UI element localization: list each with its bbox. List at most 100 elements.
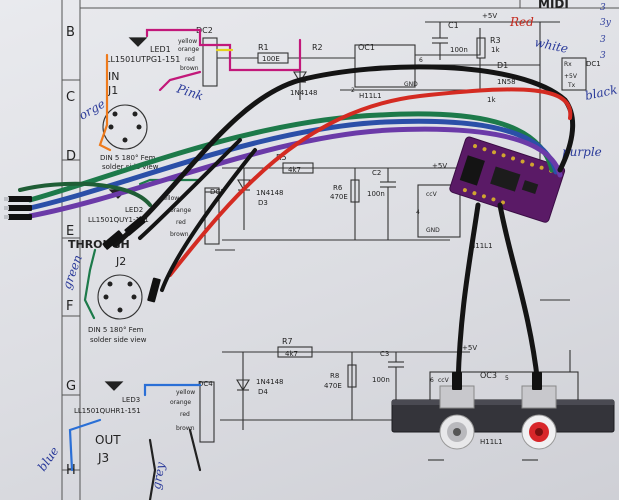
note-black: black — [584, 82, 619, 102]
d1-part: 1N58 — [497, 78, 516, 86]
j1-label: J1 — [107, 84, 118, 97]
c3-value: 100n — [372, 376, 390, 384]
note-grey: grey — [149, 461, 168, 491]
c3-label: C3 — [380, 350, 389, 358]
r-1k-label: 1k — [487, 96, 496, 104]
dc2-label: DC2 — [196, 26, 213, 35]
r1-label: R1 — [258, 43, 269, 52]
plus5v-bot: +5V — [462, 344, 477, 352]
r3-label: R3 — [490, 36, 501, 45]
c2-value: 100n — [367, 190, 385, 198]
marker-traces — [68, 28, 302, 500]
wire-orange-2: orange — [170, 207, 191, 214]
d3-label: D3 — [258, 199, 268, 207]
wire-orange-1: orange — [178, 46, 199, 53]
led2-part: LL1501QUY1-151 — [88, 216, 149, 224]
dc1-label: DC1 — [586, 60, 601, 68]
d3-part: 1N4148 — [256, 189, 284, 197]
j3-label: J3 — [97, 451, 109, 465]
note-corner-2: 3y — [600, 18, 612, 28]
plus5v-top: +5V — [482, 12, 497, 20]
note-orange: orge — [77, 97, 108, 123]
r1-value: 100E — [262, 55, 280, 63]
r2-label: R2 — [312, 43, 323, 52]
row-label-f: F — [66, 299, 73, 314]
plus5v-mid: +5V — [432, 162, 447, 170]
note-corner-1: 3 — [600, 3, 606, 13]
oc3-label: OC3 — [480, 371, 497, 380]
row-label-d: D — [66, 149, 76, 164]
breakout-pcb — [449, 136, 566, 223]
dc4-label: DC4 — [198, 380, 213, 388]
r5-value: 4k7 — [288, 166, 301, 174]
d4-label: D4 — [258, 388, 268, 396]
paper-grid — [61, 0, 619, 500]
led1-part: LL1501UTPG1-151 — [106, 55, 180, 64]
plus5v-dc1: +5V — [564, 73, 578, 80]
rca-jack-panel — [391, 385, 615, 450]
row-labels: B C D E F G H — [66, 25, 76, 478]
note-white: white — [533, 35, 569, 56]
r7-label: R7 — [282, 337, 293, 346]
d4-part: 1N4148 — [256, 378, 284, 386]
rca-jack-red — [521, 385, 557, 450]
note-red: Red — [509, 15, 534, 29]
r6-label: R6 — [333, 184, 343, 192]
row-label-b: B — [66, 25, 75, 40]
wire-brown-2: brown — [170, 231, 189, 238]
pin6-bot: 6 — [430, 377, 434, 384]
c1-label: C1 — [448, 21, 459, 30]
wire-red-2: red — [176, 219, 186, 226]
rca-jack-white — [439, 385, 475, 450]
note-corner-4: 3 — [600, 51, 606, 61]
wire-yellow-3: yellow — [176, 389, 195, 396]
wire-red-1: red — [185, 56, 195, 63]
led1-label: LED1 — [150, 45, 171, 54]
note-corner-3: 3 — [600, 35, 606, 45]
wire-yellow-2: yellow — [160, 195, 179, 202]
h11-top: H11L1 — [359, 92, 382, 100]
c1-value: 100n — [450, 46, 468, 54]
gnd-mid: GND — [426, 227, 440, 234]
din-mid-line1: DIN 5 180° Fem — [88, 326, 144, 334]
row-label-h: H — [66, 463, 76, 478]
din-pins — [103, 111, 142, 313]
din-top-line1: DIN 5 180° Fem — [100, 154, 156, 162]
gnd-top: GND — [404, 81, 418, 88]
dupont-connectors — [8, 196, 542, 390]
row-label-c: C — [66, 90, 75, 105]
sheet-title: MIDI — [538, 0, 569, 11]
wire-yellow-1: yellow — [178, 38, 197, 45]
note-green: green — [60, 253, 85, 291]
connector-pins — [4, 197, 9, 219]
led3-label: LED3 — [122, 396, 140, 404]
vcc-mid: ccV — [426, 191, 438, 198]
led3-part: LL1501QUHR1-151 — [74, 407, 141, 415]
tx-label: Tx — [567, 82, 576, 89]
jumper-wires — [18, 64, 576, 388]
r6-value: 470E — [330, 193, 348, 201]
note-pink: Pink — [174, 81, 205, 103]
c2-label: C2 — [372, 169, 381, 177]
pin6-top: 6 — [419, 57, 423, 64]
wire-brown-3: brown — [176, 425, 195, 432]
oc1-label: OC1 — [358, 43, 375, 52]
row-label-e: E — [66, 224, 74, 239]
wire-brown-1: brown — [180, 65, 199, 72]
vcc-bot: ccV — [438, 377, 450, 384]
r3-value: 1k — [491, 46, 500, 54]
row-label-g: G — [66, 379, 76, 394]
led2-label: LED2 — [125, 206, 143, 214]
dc3-label: DC3 — [210, 188, 225, 196]
d2-part: 1N4148 — [290, 89, 318, 97]
j1-in: IN — [108, 70, 119, 83]
note-purple: purple — [562, 145, 602, 159]
r7-value: 4k7 — [285, 350, 298, 358]
h11-mid: H11L1 — [470, 242, 493, 250]
r8-value: 470E — [324, 382, 342, 390]
d1-label: D1 — [497, 61, 508, 70]
h11-bot: H11L1 — [480, 438, 503, 446]
rx-label: Rx — [564, 61, 572, 68]
